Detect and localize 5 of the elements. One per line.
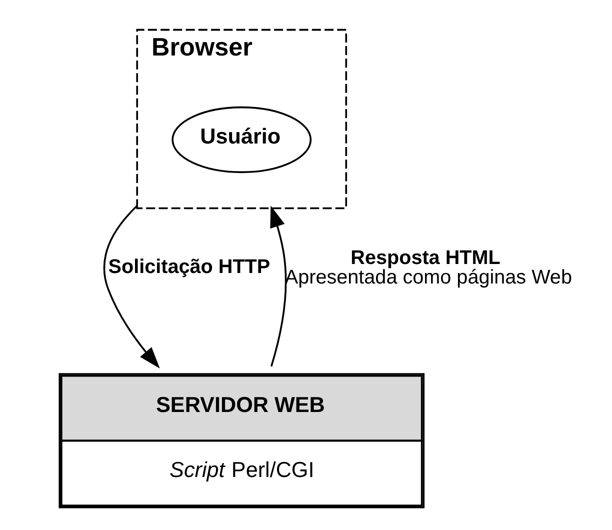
edge-label: Resposta HTML Apresentada como páginas Web — [284, 246, 572, 289]
edge-label: Solicitação HTTP — [108, 256, 270, 278]
arrow — [270, 206, 286, 367]
node-ellipse: Usuário — [171, 106, 312, 174]
arrow — [102, 205, 160, 368]
